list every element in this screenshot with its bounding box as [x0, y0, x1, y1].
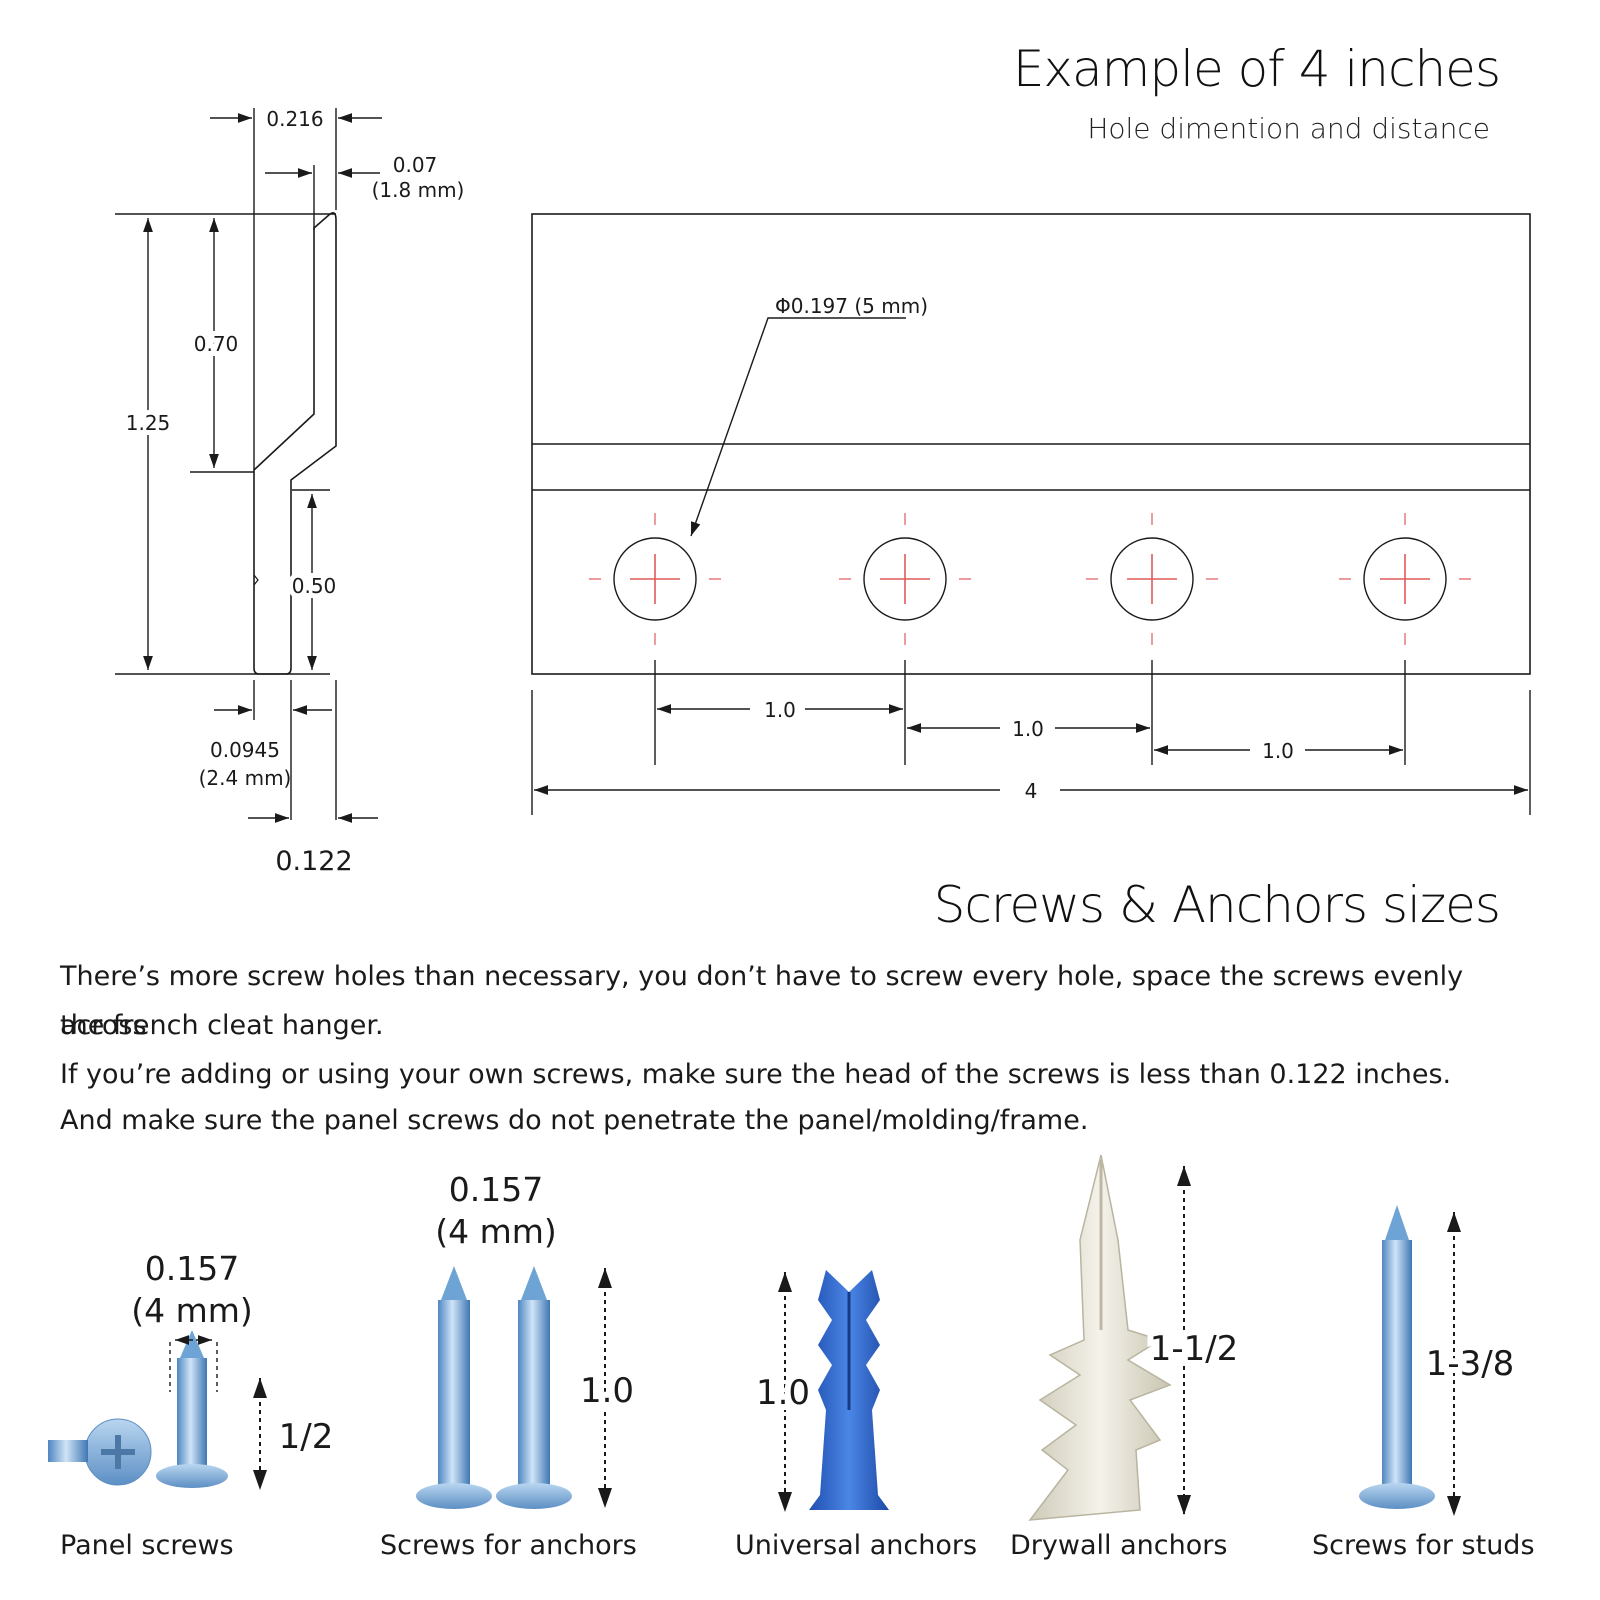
paragraph-line-3: If you’re adding or using your own screw… — [60, 1059, 1452, 1090]
universal-anchor-image — [809, 1270, 889, 1510]
spacing-label-3: 1.0 — [1262, 739, 1294, 763]
label-screws-for-studs: Screws for studs — [1312, 1530, 1535, 1561]
screw-holes — [589, 513, 1471, 645]
paragraph-line-4: And make sure the panel screws do not pe… — [60, 1105, 1089, 1136]
universal-anchor-length: 1.0 — [756, 1373, 810, 1413]
profile-dimensions — [115, 108, 382, 823]
panel-screw-diameter: 0.157 — [145, 1249, 239, 1288]
stud-screw-length: 1-3/8 — [1426, 1344, 1515, 1384]
plate-dimensions — [531, 317, 1531, 815]
label-panel-screws: Panel screws — [60, 1530, 234, 1561]
dim-thickness: 0.0945 — [210, 738, 280, 762]
dim-height-lower: 0.50 — [292, 574, 337, 598]
label-screws-for-anchors: Screws for anchors — [380, 1530, 637, 1561]
section-title: Screws & Anchors sizes — [933, 876, 1501, 934]
stud-screw-image — [1359, 1205, 1435, 1509]
dim-height-total: 1.25 — [126, 411, 171, 435]
screw-hole — [589, 513, 721, 645]
page-subtitle: Hole dimention and distance — [1087, 112, 1490, 145]
anchor-screw-diameter: 0.157 — [449, 1170, 543, 1209]
screw-hole — [839, 513, 971, 645]
anchor-screw-length: 1.0 — [580, 1371, 634, 1411]
screw-hole — [1339, 513, 1471, 645]
dim-lip: 0.07 — [393, 153, 438, 177]
panel-screw-images — [48, 1330, 228, 1488]
paragraph-line-2: the french cleat hanger. — [60, 1010, 384, 1041]
dim-lip-mm: (1.8 mm) — [372, 178, 465, 202]
page-title: Example of 4 inches — [1012, 40, 1501, 98]
drywall-anchor-image — [1028, 1154, 1172, 1521]
dim-width-top: 0.216 — [266, 107, 323, 131]
cleat-plate — [531, 213, 1531, 675]
anchor-screw-images — [416, 1266, 572, 1509]
total-width-label: 4 — [1025, 779, 1038, 803]
plate-labels: Φ0.197 (5 mm) 1.0 1.0 1.0 4 — [764, 294, 1294, 803]
spacing-label-1: 1.0 — [764, 698, 796, 722]
profile-labels: 0.216 0.07 (1.8 mm) 1.25 0.70 0.50 0.094… — [121, 107, 465, 877]
panel-screw-diameter-mm: (4 mm) — [131, 1291, 253, 1330]
panel-screw-dims — [169, 1335, 267, 1490]
dim-height-upper: 0.70 — [194, 332, 239, 356]
label-drywall-anchors: Drywall anchors — [1010, 1530, 1228, 1561]
paragraph-line-1: There’s more screw holes than necessary,… — [60, 961, 1464, 1041]
label-universal-anchors: Universal anchors — [735, 1530, 978, 1561]
spacing-label-2: 1.0 — [1012, 717, 1044, 741]
hole-diameter-label: Φ0.197 (5 mm) — [775, 294, 928, 318]
anchor-screw-diameter-mm: (4 mm) — [435, 1212, 557, 1251]
screw-hole — [1086, 513, 1218, 645]
dim-head-gap: 0.122 — [275, 846, 352, 877]
panel-screw-length: 1/2 — [279, 1417, 334, 1457]
dim-thickness-mm: (2.4 mm) — [199, 766, 292, 790]
drywall-anchor-length: 1-1/2 — [1150, 1329, 1239, 1369]
cleat-profile — [253, 212, 337, 675]
